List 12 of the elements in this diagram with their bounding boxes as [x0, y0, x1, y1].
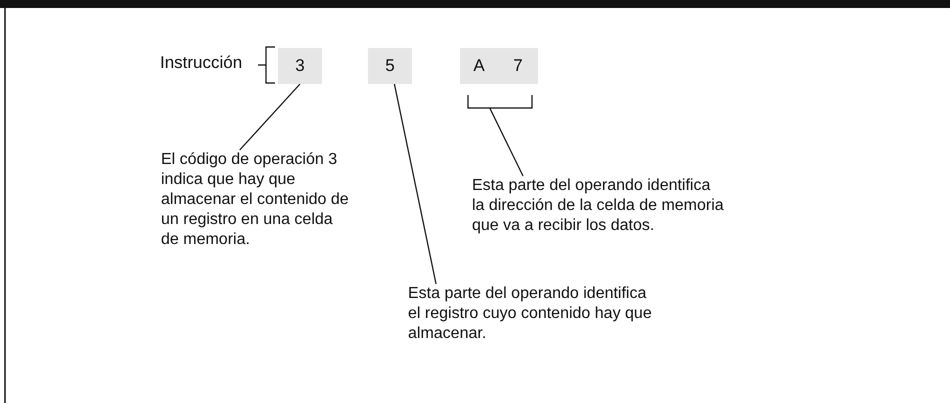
callout-text: Esta parte del operando identifica la dirección de la celda de memoria que va a recibir los datos. [472, 176, 727, 236]
leader-line [239, 84, 300, 150]
digit-cell: 3 [278, 48, 322, 84]
digit-cell: A [460, 48, 498, 84]
callout-text: Esta parte del operando identifica el registro cuyo contenido hay que almacenar. [408, 284, 663, 344]
callout-text: El código de operación 3 indica que hay que almacenar el contenido de un registro en una celda de memoria. [161, 150, 353, 250]
digit-cell: 5 [368, 48, 412, 84]
digit-cell: 7 [498, 48, 538, 84]
leader-line [489, 108, 524, 176]
part-label: Instrucción [160, 53, 242, 73]
leader-line [394, 84, 437, 284]
bracket [467, 95, 533, 109]
